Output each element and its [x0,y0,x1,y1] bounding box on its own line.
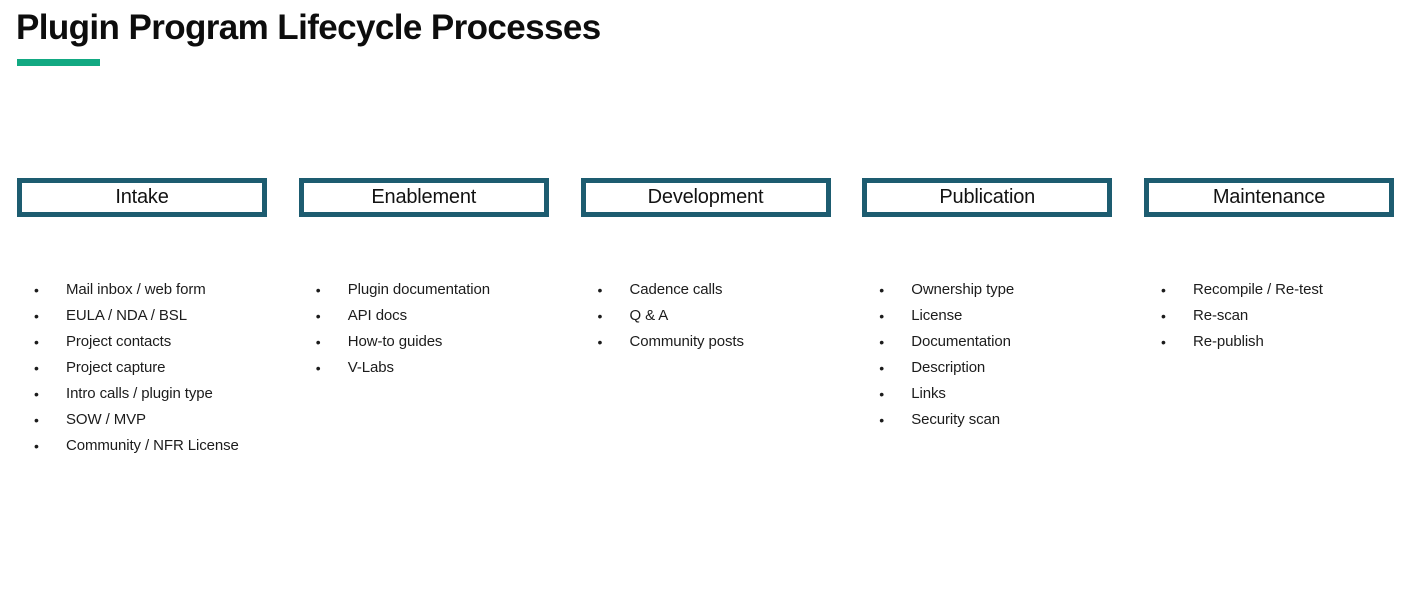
list-item-label: Community posts [629,333,744,350]
list-item-label: Description [911,359,986,376]
bullet-icon: • [1161,282,1166,298]
page-title: Plugin Program Lifecycle Processes [16,8,601,47]
stage-column-intake: Intake • Mail inbox / web form • EULA / ND… [17,178,267,459]
list-item: • Cadence calls [597,277,831,303]
list-item: • Description [878,355,1112,381]
bullet-icon: • [597,282,603,298]
list-item: • Project contacts [33,329,267,355]
bullet-icon: • [34,360,39,376]
list-item: • SOW / MVP [33,407,267,433]
bullet-icon: • [315,282,321,298]
stage-column-publication: Publication • Ownership type • License • Do… [862,178,1113,459]
list-item-label: Community / NFR License [66,437,239,454]
list-item-label: Documentation [911,333,1011,350]
stage-header-development: Development [580,178,831,217]
bullet-icon: • [34,412,39,428]
stage-column-maintenance: Maintenance • Recompile / Re-test • Re-sca… [1144,178,1394,459]
list-item: • Links [878,381,1112,407]
list-item-label: Ownership type [911,281,1015,298]
list-item-label: Q & A [629,307,669,324]
list-item: • Documentation [878,329,1112,355]
list-item-label: Re-publish [1193,333,1264,350]
list-item: • Security scan [878,407,1112,433]
bullet-icon: • [315,308,321,324]
list-item-label: Links [911,385,946,402]
list-item-label: Mail inbox / web form [66,281,206,298]
list-item-label: API docs [347,307,407,324]
list-item-label: Security scan [911,411,1000,428]
bullet-icon: • [597,334,603,350]
stage-list-publication: •Ownership type •License •Documentation … [862,277,1112,433]
list-item: • Mail inbox / web form [33,277,267,303]
title-underline-accent [17,59,100,66]
list-item: • API docs [315,303,549,329]
list-item-label: How-to guides [347,333,443,350]
stage-header-maintenance: Maintenance [1144,178,1394,217]
stage-header-intake: Intake [17,178,267,217]
list-item: • V-Labs [315,355,549,381]
stage-list-maintenance: • Recompile / Re-test • Re-scan • Re-publis… [1144,277,1394,355]
list-item: • Community / NFR License [33,433,267,459]
list-item: • Recompile / Re-test [1160,277,1394,303]
list-item: • How-to guides [315,329,549,355]
bullet-icon: • [1161,308,1166,324]
lifecycle-stages: Intake • Mail inbox / web form • EULA / ND… [17,178,1394,459]
list-item-label: Re-scan [1193,307,1249,324]
list-item-label: SOW / MVP [66,411,146,428]
stage-list-enablement: • Plugin documentation • API docs • How-to … [299,277,549,381]
bullet-icon: • [879,334,885,350]
bullet-icon: • [34,308,39,324]
list-item: • EULA / NDA / BSL [33,303,267,329]
bullet-icon: • [879,412,885,428]
list-item-label: License [911,307,963,324]
stage-header-publication: Publication [862,178,1113,217]
list-item-label: V-Labs [347,359,394,376]
bullet-icon: • [34,282,39,298]
bullet-icon: • [879,282,885,298]
list-item: • Plugin documentation [315,277,549,303]
bullet-icon: • [879,308,885,324]
list-item: • Re-publish [1160,329,1394,355]
stage-header-enablement: Enablement [298,178,549,217]
list-item: • Re-scan [1160,303,1394,329]
stage-column-development: Development • Cadence calls • Q & A • Commu… [580,178,831,459]
list-item: • Project capture [33,355,267,381]
list-item: • Intro calls / plugin type [33,381,267,407]
list-item-label: Project capture [66,359,166,376]
list-item-label: Intro calls / plugin type [66,385,213,402]
list-item-label: EULA / NDA / BSL [66,307,187,324]
list-item: • Community posts [597,329,831,355]
list-item: • Ownership type [878,277,1112,303]
list-item: • License [878,303,1112,329]
stage-list-intake: • Mail inbox / web form • EULA / NDA / BSL… [17,277,267,459]
list-item: • Q & A [597,303,831,329]
list-item-label: Project contacts [66,333,172,350]
bullet-icon: • [1161,334,1166,350]
list-item-label: Recompile / Re-test [1193,281,1323,298]
bullet-icon: • [315,360,321,376]
bullet-icon: • [879,386,885,402]
bullet-icon: • [34,386,39,402]
bullet-icon: • [34,438,39,454]
bullet-icon: • [34,334,39,350]
list-item-label: Cadence calls [629,281,723,298]
stage-list-development: • Cadence calls • Q & A • Community posts [581,277,831,355]
bullet-icon: • [315,334,321,350]
bullet-icon: • [879,360,885,376]
bullet-icon: • [597,308,603,324]
stage-column-enablement: Enablement • Plugin documentation • API do… [298,178,549,459]
list-item-label: Plugin documentation [347,281,491,298]
